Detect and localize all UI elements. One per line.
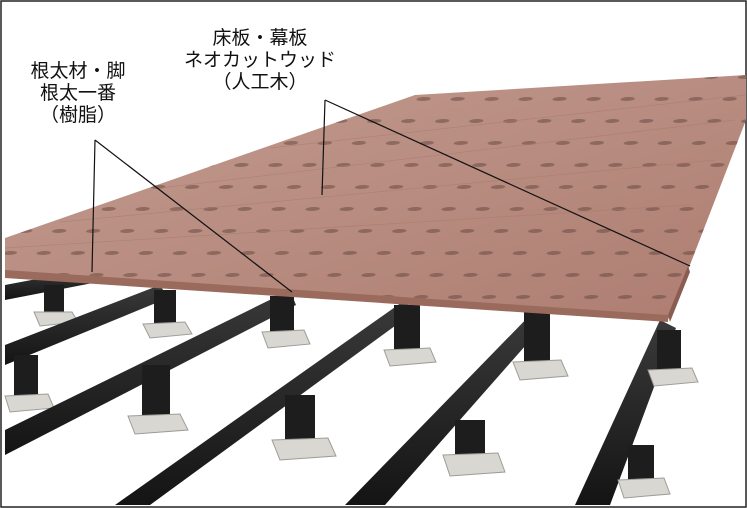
support-post bbox=[383, 305, 437, 367]
joist-label-line-1: 根太材・脚 bbox=[30, 60, 126, 82]
deck-label-line-2: ネオカットウッド bbox=[183, 49, 336, 71]
joist-material-label: 根太材・脚 根太一番 （樹脂） bbox=[8, 60, 148, 126]
support-post bbox=[617, 445, 671, 499]
deck-label-line-1: 床板・幕板 bbox=[212, 27, 308, 49]
joist-label-line-3: （樹脂） bbox=[39, 104, 116, 126]
joist-beam bbox=[575, 320, 676, 505]
joist-beam bbox=[5, 285, 168, 365]
leader-line-deck-b bbox=[324, 99, 691, 267]
support-post bbox=[261, 296, 311, 349]
deck-side-fascia bbox=[668, 266, 690, 322]
leader-line-deck-a bbox=[321, 99, 326, 196]
support-post bbox=[127, 365, 189, 435]
deck-board-lines bbox=[4, 94, 747, 249]
support-post bbox=[142, 290, 193, 339]
leader-lines bbox=[91, 99, 691, 293]
deck-fascia bbox=[5, 270, 668, 322]
support-post bbox=[512, 312, 569, 381]
joist-beam bbox=[345, 310, 548, 505]
joist-label-line-2: 根太一番 bbox=[39, 82, 116, 104]
support-post bbox=[4, 355, 55, 413]
deck-slot-pattern bbox=[5, 75, 746, 320]
joist-group bbox=[4, 268, 699, 505]
leader-line-joist-a bbox=[91, 139, 96, 273]
support-post bbox=[647, 330, 699, 387]
deck-surface bbox=[4, 75, 747, 322]
support-post bbox=[271, 395, 337, 461]
deck-label-line-3: （人工木） bbox=[212, 71, 308, 93]
leader-line-joist-b bbox=[94, 139, 293, 293]
deck-material-label: 床板・幕板 ネオカットウッド （人工木） bbox=[165, 27, 355, 93]
support-post bbox=[442, 420, 506, 477]
joist-beam bbox=[115, 300, 414, 505]
